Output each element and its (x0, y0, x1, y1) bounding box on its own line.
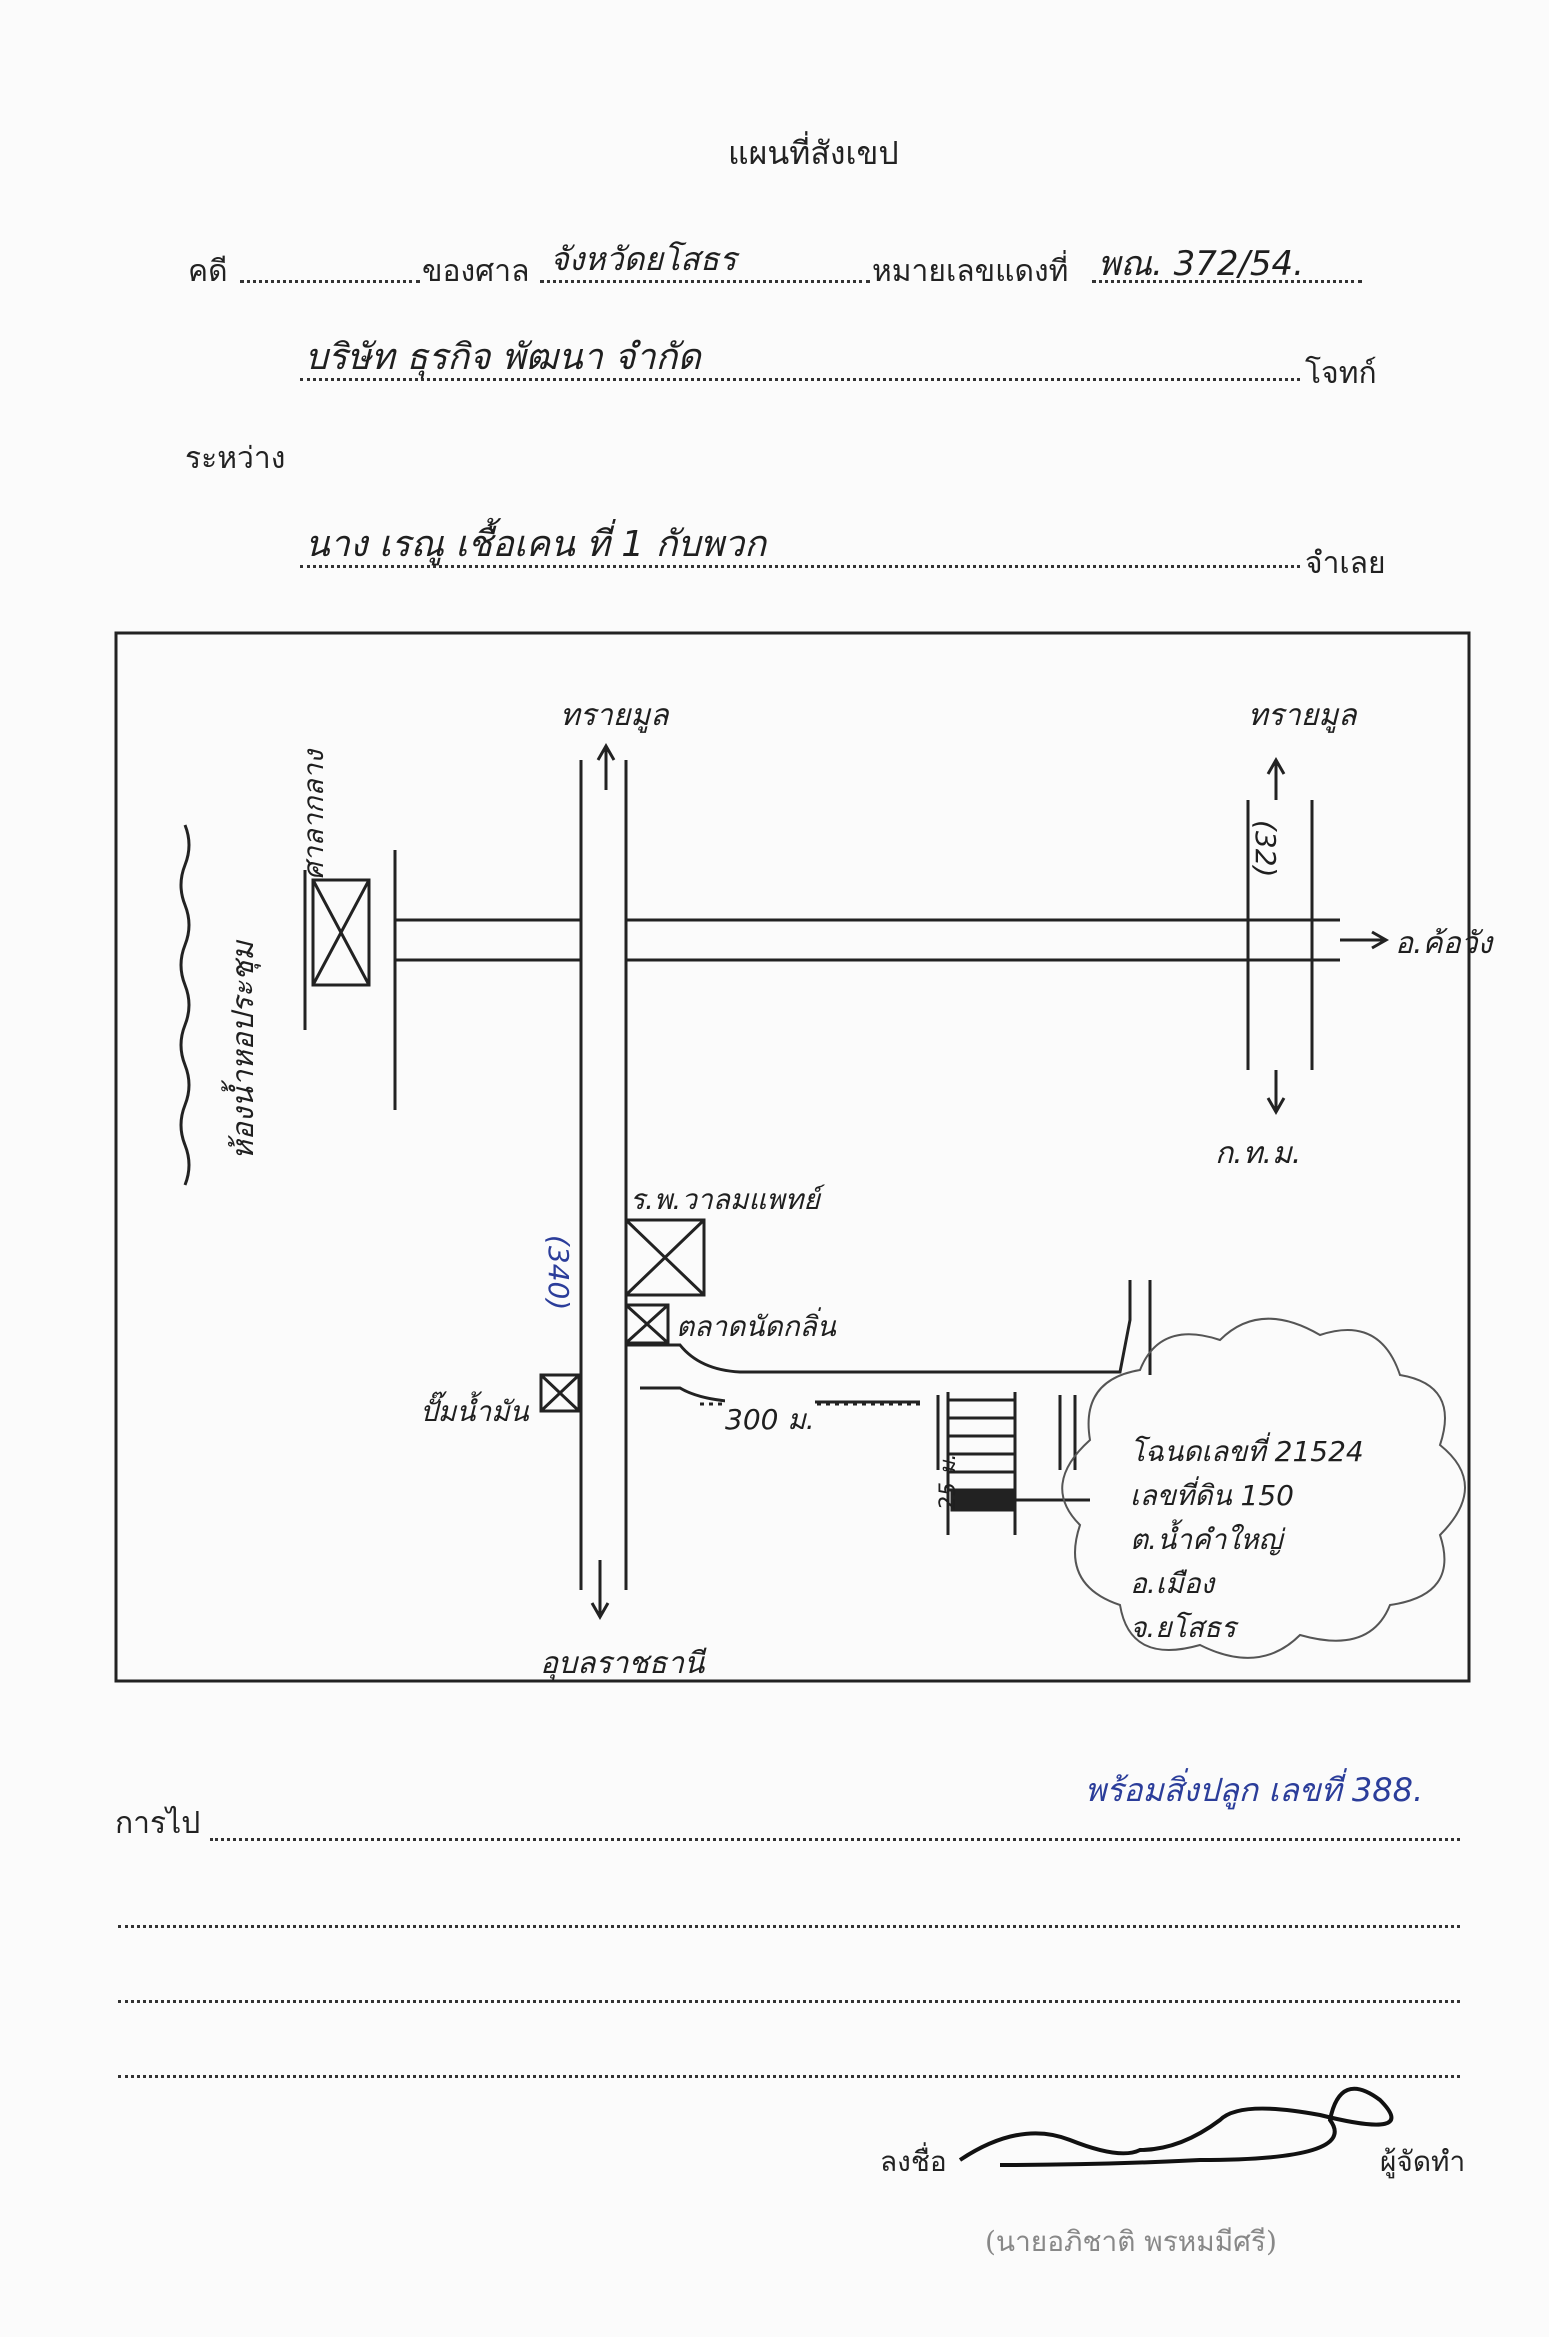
subject-plot (950, 1490, 1014, 1512)
gas-station-building (539, 1373, 581, 1413)
red-number-value: พณ. 372/54. (1098, 244, 1304, 284)
label-north-right: ทรายมูล (1248, 698, 1357, 733)
court-value: จังหวัดยโสธร (550, 240, 737, 278)
label-south-bottom: อุบลราชธานี (540, 1646, 705, 1681)
city-hall-building (311, 878, 371, 987)
travel-note: พร้อมสิ่งปลูก เลขที่ 388. (1085, 1771, 1424, 1809)
travel-line-3 (118, 2000, 1460, 2003)
label-route-340: (340) (542, 1235, 575, 1311)
label-distance: 300 ม. (725, 1398, 815, 1442)
sign-label: ลงชื่อ (880, 2145, 947, 2178)
travel-line-2 (118, 1925, 1460, 1928)
travel-line-4 (118, 2075, 1460, 2078)
label-gas-station: ปั๊มน้ำมัน (420, 1395, 529, 1428)
red-number-line (1092, 280, 1362, 283)
label-distance-side: 25 ม. (936, 1453, 961, 1510)
court-label: ของศาล (422, 254, 530, 289)
cloud-line: อ.เมือง (1130, 1567, 1215, 1600)
map-frame (114, 631, 1471, 1683)
label-north-left: ทรายมูล (560, 698, 669, 733)
case-number-line (240, 280, 420, 283)
cloud-line: จ.ยโสธร (1130, 1611, 1236, 1644)
hospital-building (624, 1218, 706, 1297)
red-number-label: หมายเลขแดงที่ (872, 254, 1069, 289)
label-route-32: (32) (1249, 820, 1282, 878)
travel-line-1 (210, 1838, 1460, 1841)
travel-label: การไป (115, 1806, 201, 1841)
label-market: ตลาดนัดกลิ่น (676, 1310, 836, 1343)
defendant-line (300, 565, 1300, 568)
document-title: แผนที่สังเขป (728, 134, 899, 172)
defendant-label: จำเลย (1305, 546, 1386, 581)
maker-label: ผู้จัดทำ (1380, 2145, 1466, 2178)
label-river: ห้องน้ำหอประชุม (226, 941, 261, 1160)
maker-name: (นายอภิชาติ พรหมมีศรี) (985, 2225, 1277, 2258)
plaintiff-label: โจทก์ (1305, 356, 1377, 391)
cloud-callout-text: โฉนดเลขที่ 21524 เลขที่ดิน 150 ต.น้ำคำให… (1130, 1430, 1364, 1650)
label-city-hall: ศาลากลาง (297, 750, 330, 880)
between-label: ระหว่าง (185, 441, 286, 476)
cloud-line: ต.น้ำคำใหญ่ (1130, 1523, 1283, 1556)
label-south-right: ก.ท.ม. (1215, 1136, 1302, 1171)
cloud-line: เลขที่ดิน 150 (1130, 1479, 1294, 1512)
plaintiff-line (300, 378, 1300, 381)
market-building (624, 1303, 670, 1345)
case-label: คดี (188, 254, 228, 289)
defendant-value: นาง เรณู เชื้อเคน ที่ 1 กับพวก (305, 524, 767, 565)
label-hospital: ร.พ.วาลมแพทย์ (630, 1183, 820, 1216)
court-line (540, 280, 870, 283)
signature-scribble (958, 2086, 1394, 2167)
plaintiff-value: บริษัท ธุรกิจ พัฒนา จำกัด (305, 337, 701, 378)
label-east: อ.ค้อวัง (1395, 926, 1493, 961)
cloud-line: โฉนดเลขที่ 21524 (1130, 1435, 1364, 1468)
